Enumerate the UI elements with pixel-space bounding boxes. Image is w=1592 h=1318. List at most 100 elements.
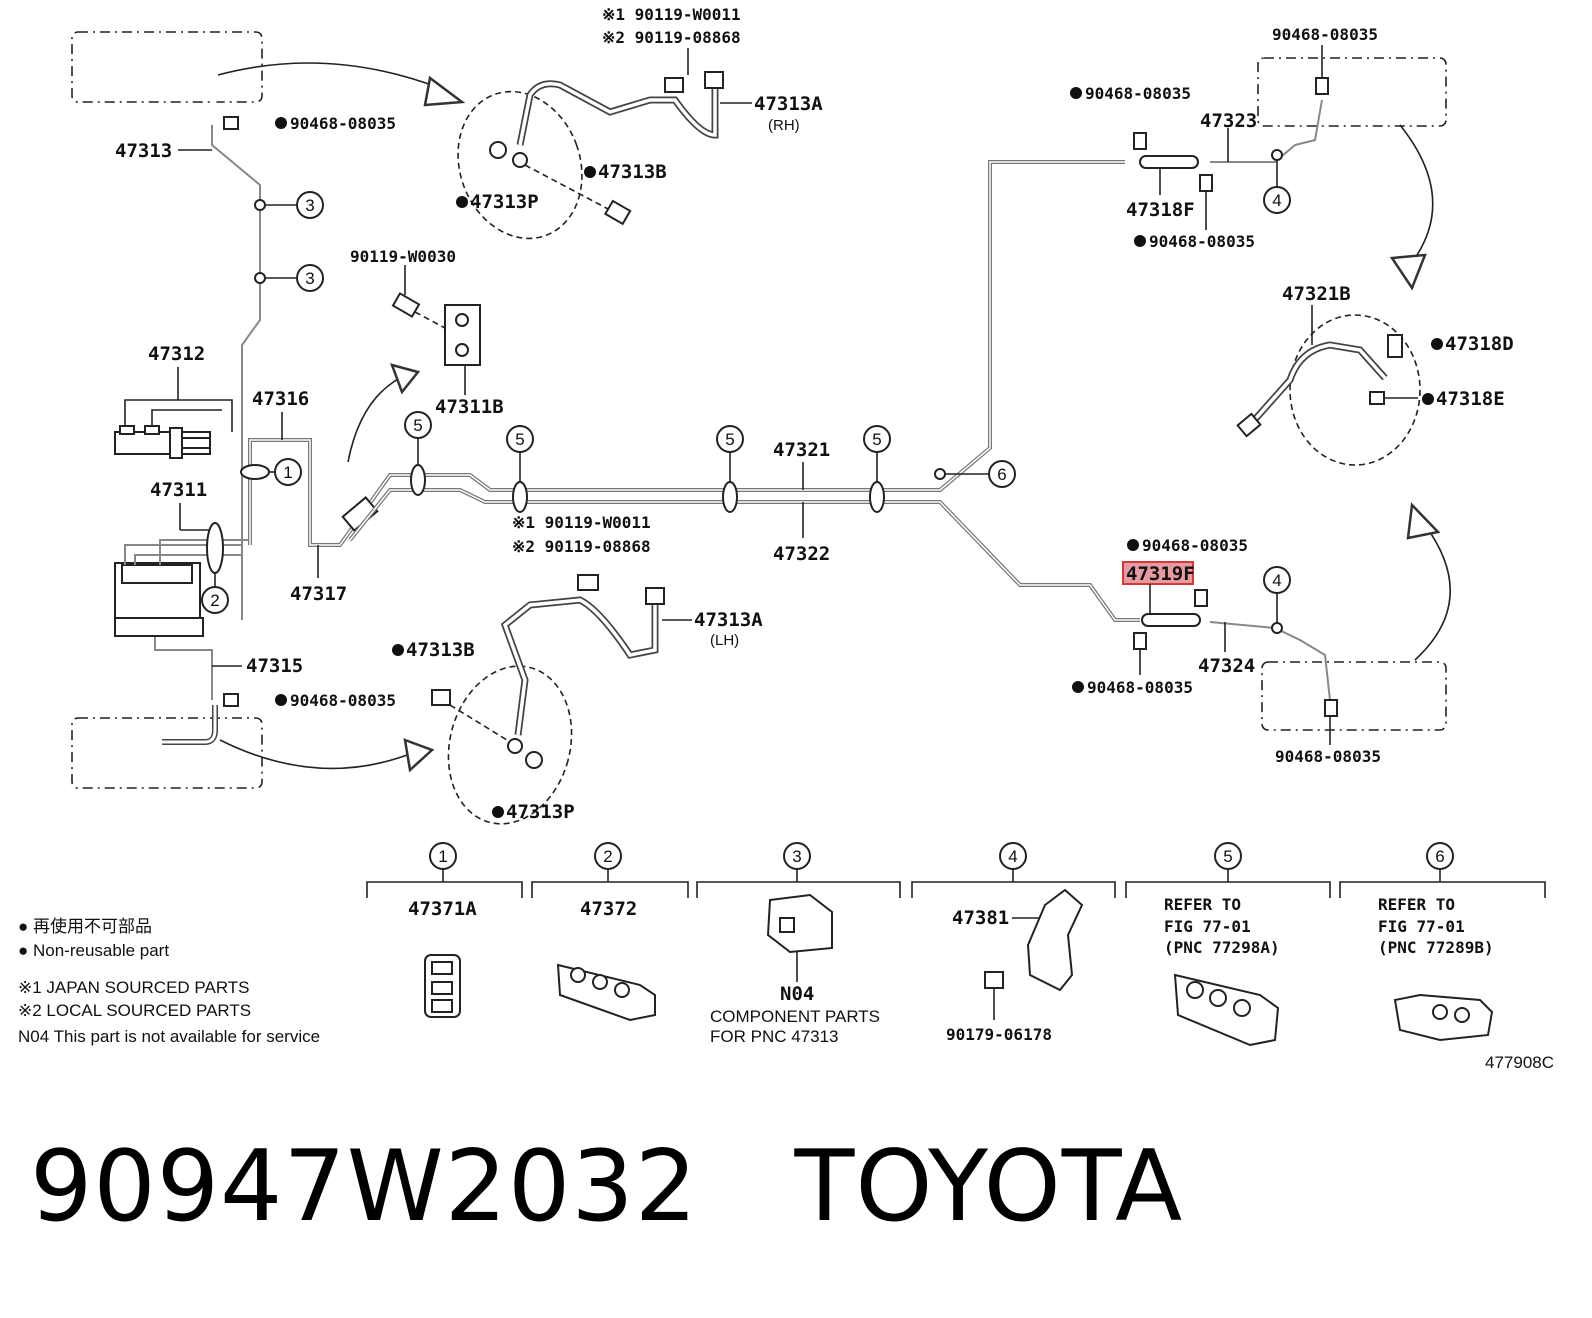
clamp-node-3a <box>254 199 266 211</box>
clip-top-right <box>1315 77 1329 95</box>
label-47316: 47316 <box>252 388 309 410</box>
legend-part-4: 47381 <box>952 907 1009 929</box>
legend-bracket-4 <box>911 869 1116 898</box>
master-cylinder-port-1 <box>119 425 135 435</box>
legend-6: 6 REFER TO FIG 77-01 (PNC 77289B) <box>1339 842 1546 1042</box>
master-cylinder-end <box>181 437 211 449</box>
legend-4: 4 47381 90179-06178 <box>911 842 1116 1044</box>
legend-bracket-6 <box>1339 869 1546 898</box>
front-rh-detail-box <box>71 31 263 103</box>
ref-circle-3b <box>296 264 324 292</box>
label-47321: 47321 <box>773 439 830 461</box>
abs-lines <box>124 539 250 565</box>
nonreuse-dot-8 <box>1134 235 1146 247</box>
label-47318d: 47318D <box>1445 333 1514 355</box>
legend-ref-5c: (PNC 77298A) <box>1164 938 1280 957</box>
ref-circle-4b <box>1263 566 1291 594</box>
part-47318e <box>1369 391 1385 405</box>
rh-fitting <box>664 77 684 93</box>
clamp-5d <box>869 481 885 513</box>
legend-part-2: 47372 <box>580 898 637 920</box>
label-47313a-lh: 47313A <box>694 609 763 631</box>
hose-47313a-lh <box>500 596 659 736</box>
arrow-to-47311b <box>347 377 401 463</box>
ref-circle-1 <box>274 458 302 486</box>
nonreuse-dot-6 <box>492 806 504 818</box>
bracket-47312b <box>151 409 222 426</box>
ref-num-5c: 5 <box>725 430 734 449</box>
legend-part-1: 47371A <box>408 898 477 920</box>
clamp-node-3b <box>254 272 266 284</box>
legend-note-3a: COMPONENT PARTS <box>710 1007 880 1026</box>
note-1: ※1 JAPAN SOURCED PARTS <box>18 978 250 997</box>
legend-num-5: 5 <box>1223 847 1232 866</box>
clamp-5c <box>722 481 738 513</box>
hose-47313a-lh-inner <box>502 598 657 736</box>
rt-clip-b-label: 90468-08035 <box>1149 232 1255 251</box>
label-47315: 47315 <box>246 655 303 677</box>
clamp-47371a-icon <box>424 954 461 1018</box>
label-lh: (LH) <box>710 632 739 649</box>
legend-num-4: 4 <box>1008 847 1017 866</box>
lh-bolt-dash <box>449 704 516 746</box>
nonreuse-dot-3 <box>584 166 596 178</box>
label-47318f: 47318F <box>1126 199 1195 221</box>
ref-num-6: 6 <box>997 465 1006 484</box>
legend-part-3: N04 <box>780 983 814 1005</box>
clamp-node-6 <box>934 468 946 480</box>
footer-brand: TOYOTA <box>794 1130 1184 1244</box>
nonreuse-dot-12 <box>1072 681 1084 693</box>
rh-washer <box>489 141 507 159</box>
lh-end-fitting <box>645 587 665 605</box>
line-47316 <box>248 438 420 547</box>
legend-1: 1 47371A <box>366 842 523 1018</box>
legend-ref-6b: FIG 77-01 <box>1378 917 1465 936</box>
clip-bottom-left-label: 90468-08035 <box>290 691 396 710</box>
arrow-to-47311b-head <box>389 363 421 395</box>
arrow-right-up-head <box>1406 502 1441 540</box>
label-rh: (RH) <box>768 117 800 134</box>
nonreuse-dot-2 <box>275 694 287 706</box>
label-47319f: 47319F <box>1126 563 1195 585</box>
label-47311b: 47311B <box>435 396 504 418</box>
ref-num-5b: 5 <box>515 430 524 449</box>
legend-num-1: 1 <box>438 847 447 866</box>
legend-ref-6a: REFER TO <box>1378 895 1455 914</box>
clamp-2 <box>206 522 224 574</box>
front-lh-detail-box <box>71 717 263 789</box>
nonreuse-dot-5 <box>392 644 404 656</box>
ref-num-5d: 5 <box>872 430 881 449</box>
clamp-node-4b <box>1271 622 1283 634</box>
lh-banjo <box>507 738 523 754</box>
label-47324: 47324 <box>1198 655 1255 677</box>
arrow-top-left <box>217 62 446 91</box>
rh-hose-stub-inner <box>165 80 217 120</box>
arrow-right-down-head <box>1389 253 1427 291</box>
note-2: ※2 LOCAL SOURCED PARTS <box>18 1001 251 1020</box>
note-en: ● Non-reusable part <box>18 941 169 960</box>
label-47322: 47322 <box>773 543 830 565</box>
figure-id: 477908C <box>1485 1053 1554 1072</box>
master-cylinder-rod <box>169 427 183 459</box>
clip-top-left-label: 90468-08035 <box>290 114 396 133</box>
clip-rb-b <box>1133 632 1147 650</box>
ref-circle-3a <box>296 191 324 219</box>
nonreuse-dot-1 <box>275 117 287 129</box>
clip-rt-a <box>1133 132 1147 150</box>
abs-actuator-top <box>121 564 193 584</box>
legend-sub-4: 90179-06178 <box>946 1025 1052 1044</box>
legend-ref-5a: REFER TO <box>1164 895 1241 914</box>
line-47321-inner <box>420 161 1125 491</box>
clamp-node-4a <box>1271 149 1283 161</box>
legend-num-6: 6 <box>1435 847 1444 866</box>
ref-circle-5a <box>404 411 432 439</box>
highlight-47319f[interactable] <box>1122 561 1194 585</box>
lh-bolt <box>431 689 451 706</box>
ref-num-4a: 4 <box>1272 191 1281 210</box>
clamp-47381-icon <box>984 888 1084 992</box>
bolt-dash <box>414 311 446 329</box>
lh-detail-ellipse <box>447 665 573 825</box>
clip-icon-bottom-left <box>223 693 239 707</box>
hose-47318f <box>1139 155 1199 169</box>
